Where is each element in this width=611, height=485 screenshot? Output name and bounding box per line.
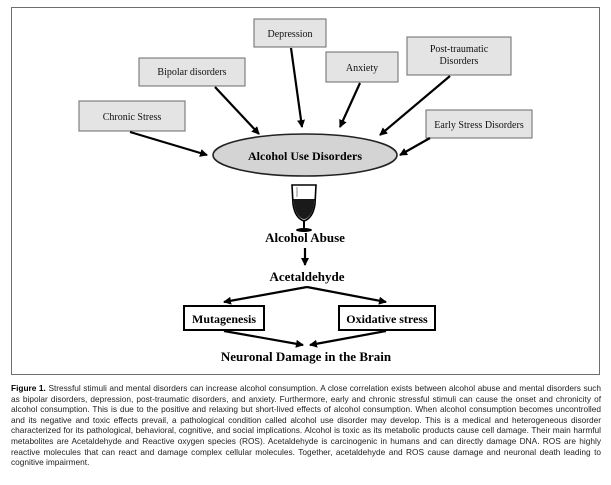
arrow-mutagenesis-to-damage (223, 329, 304, 348)
arrow-chronic-stress (129, 130, 208, 157)
arrow-to-mutagenesis (223, 285, 308, 305)
mutagenesis-label: Mutagenesis (192, 312, 256, 326)
chronic-stress-label: Chronic Stress (103, 112, 162, 123)
box-anxiety: Anxiety (325, 51, 399, 83)
alcohol-use-disorders-label: Alcohol Use Disorders (248, 149, 362, 163)
arrow-anxiety (338, 82, 362, 128)
arrow-oxidative-to-damage (309, 329, 387, 348)
box-bipolar-disorders: Bipolar disorders (138, 57, 246, 87)
wine-glass-icon (291, 184, 317, 232)
bipolar-label: Bipolar disorders (157, 67, 226, 78)
arrow-ptsd (379, 75, 451, 136)
early-stress-label: Early Stress Disorders (434, 120, 524, 131)
caption-label: Figure 1. (11, 383, 46, 393)
input-arrows (129, 47, 451, 157)
ptsd-label-line2: Disorders (440, 56, 479, 67)
figure-caption: Figure 1. Stressful stimuli and mental d… (11, 383, 601, 468)
box-post-traumatic-disorders: Post-traumatic Disorders (406, 36, 512, 76)
arrow-depression (289, 47, 305, 128)
anxiety-label: Anxiety (346, 63, 378, 74)
box-chronic-stress: Chronic Stress (78, 100, 186, 132)
mutagenesis-node: Mutagenesis (183, 305, 265, 331)
acetaldehyde-label: Acetaldehyde (269, 269, 344, 284)
arrow-bipolar (214, 86, 260, 135)
alcohol-use-disorders-node: Alcohol Use Disorders (212, 133, 398, 177)
depression-label: Depression (268, 29, 313, 40)
box-depression: Depression (253, 18, 327, 48)
oxidative-stress-label: Oxidative stress (346, 312, 428, 326)
alcohol-abuse-label: Alcohol Abuse (265, 230, 345, 245)
arrow-to-oxidative-stress (306, 285, 387, 305)
oxidative-stress-node: Oxidative stress (338, 305, 436, 331)
caption-text: Stressful stimuli and mental disorders c… (11, 383, 601, 468)
arrow-early-stress (399, 137, 431, 156)
ptsd-label-line1: Post-traumatic (430, 44, 489, 55)
box-early-stress-disorders: Early Stress Disorders (425, 109, 533, 139)
neuronal-damage-label: Neuronal Damage in the Brain (221, 349, 392, 364)
